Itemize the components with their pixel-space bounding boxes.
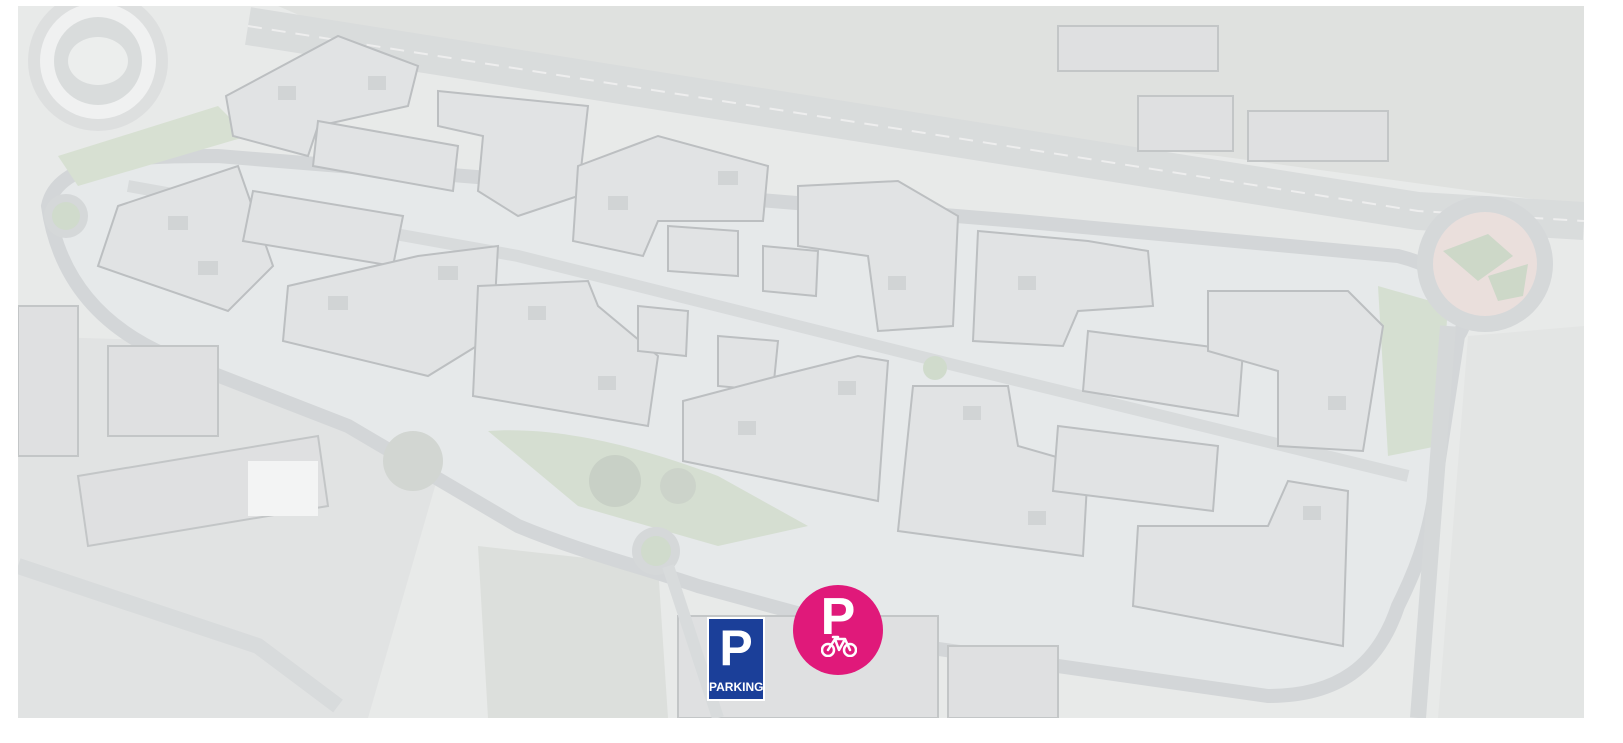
lawn-south bbox=[488, 430, 808, 546]
stadium bbox=[28, 6, 168, 131]
bicycle-icon bbox=[821, 635, 857, 657]
tree bbox=[383, 431, 443, 491]
southwest-road bbox=[18, 558, 343, 713]
bicycle-parking-icon[interactable]: P bbox=[793, 585, 883, 675]
lawn-east bbox=[1378, 286, 1448, 456]
car-parking-sign-icon[interactable]: P PARKING bbox=[707, 617, 765, 701]
roundabout-east bbox=[1417, 196, 1553, 332]
lawn-northwest bbox=[58, 106, 248, 186]
tree bbox=[589, 455, 641, 507]
east-road bbox=[1410, 325, 1456, 718]
bike-parking-letter: P bbox=[820, 588, 856, 646]
tree bbox=[660, 468, 696, 504]
terrain-east bbox=[1438, 326, 1584, 718]
parking-label: PARKING bbox=[709, 680, 764, 694]
aerial-map-imagery bbox=[18, 6, 1584, 718]
parking-letter: P bbox=[719, 620, 753, 676]
aerial-map bbox=[18, 6, 1584, 718]
office-buildings bbox=[96, 34, 1385, 648]
building-courtyards bbox=[168, 76, 1346, 525]
white-roof bbox=[248, 461, 318, 516]
trees-south bbox=[478, 546, 668, 718]
